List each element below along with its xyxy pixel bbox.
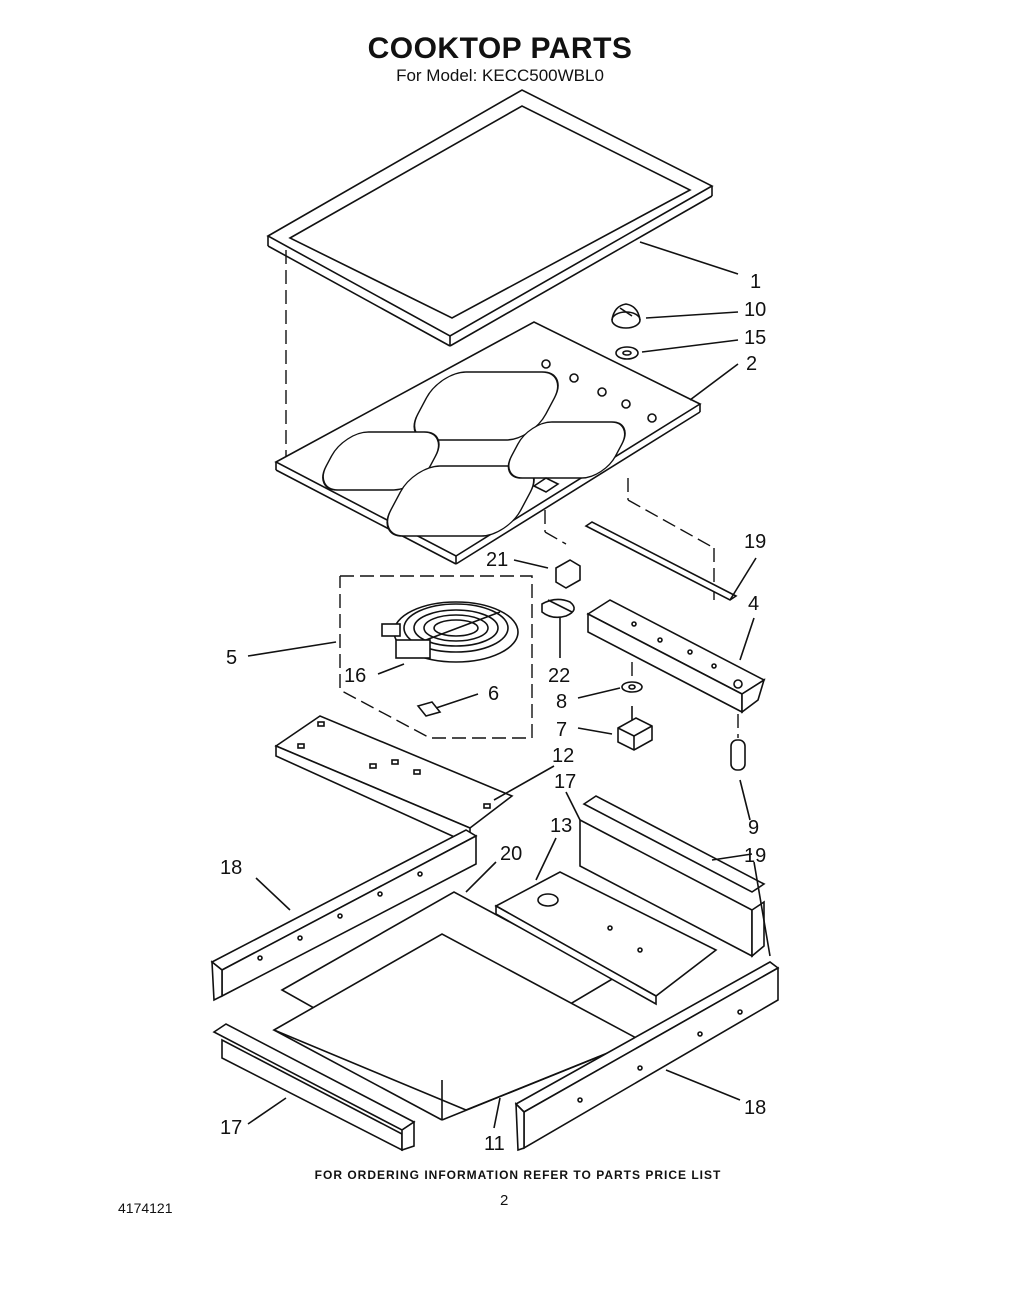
part-18-side-rail-right xyxy=(514,961,780,1152)
callout-9: 9 xyxy=(748,817,759,839)
part-8-washer xyxy=(621,681,643,693)
document-number: 4174121 xyxy=(118,1200,173,1216)
callout-11: 11 xyxy=(484,1133,505,1155)
callout-13: 13 xyxy=(550,815,572,837)
page-title: COOKTOP PARTS xyxy=(367,32,633,65)
part-9-indicator-light xyxy=(730,714,746,771)
part-12-element-bracket xyxy=(274,715,514,846)
part-17-channel-top xyxy=(579,795,766,958)
part-18-side-rail-left xyxy=(210,829,478,1002)
callout-labels: 1 10 15 2 19 4 21 5 16 6 22 8 7 9 12 17 … xyxy=(220,271,766,1155)
callout-15: 15 xyxy=(744,327,766,349)
part-17-channel-bottom xyxy=(212,1023,416,1152)
part-1-cooktop-frame xyxy=(266,89,714,347)
callout-21: 21 xyxy=(486,549,508,571)
callout-2: 2 xyxy=(746,353,757,375)
callout-10: 10 xyxy=(744,299,766,321)
callout-5: 5 xyxy=(226,647,237,669)
part-16-surface-element xyxy=(381,601,519,663)
part-6-clip xyxy=(416,701,442,717)
callout-18-right: 18 xyxy=(744,1097,766,1119)
part-4-control-panel xyxy=(586,599,766,714)
callout-22: 22 xyxy=(548,665,570,687)
leader-lines xyxy=(247,241,771,1129)
page-number: 2 xyxy=(500,1192,509,1209)
part-10-knob xyxy=(611,303,641,329)
callout-4: 4 xyxy=(748,593,759,615)
part-21-terminal-block xyxy=(555,559,581,589)
ordering-note: FOR ORDERING INFORMATION REFER TO PARTS … xyxy=(314,1168,722,1182)
part-13-center-bracket xyxy=(494,871,718,1006)
part-19-top-strip xyxy=(584,521,738,601)
callout-19-top: 19 xyxy=(744,531,766,553)
part-7-infinite-switch xyxy=(617,706,653,751)
part-22-wire-bracket xyxy=(541,598,575,619)
callout-1: 1 xyxy=(750,271,761,293)
callout-16: 16 xyxy=(344,665,366,687)
model-subtitle: For Model: KECC500WBL0 xyxy=(396,66,604,85)
callout-17-bottom: 17 xyxy=(220,1117,242,1139)
callout-19-bottom: 19 xyxy=(744,845,766,867)
callout-8: 8 xyxy=(556,691,567,713)
callout-17-top: 17 xyxy=(554,771,576,793)
callout-7: 7 xyxy=(556,719,567,741)
callout-18-left: 18 xyxy=(220,857,242,879)
callout-20: 20 xyxy=(500,843,522,865)
part-15-washer xyxy=(615,346,639,360)
part-2-glass-cooktop xyxy=(274,321,702,565)
callout-6: 6 xyxy=(488,683,499,705)
callout-12: 12 xyxy=(552,745,574,767)
